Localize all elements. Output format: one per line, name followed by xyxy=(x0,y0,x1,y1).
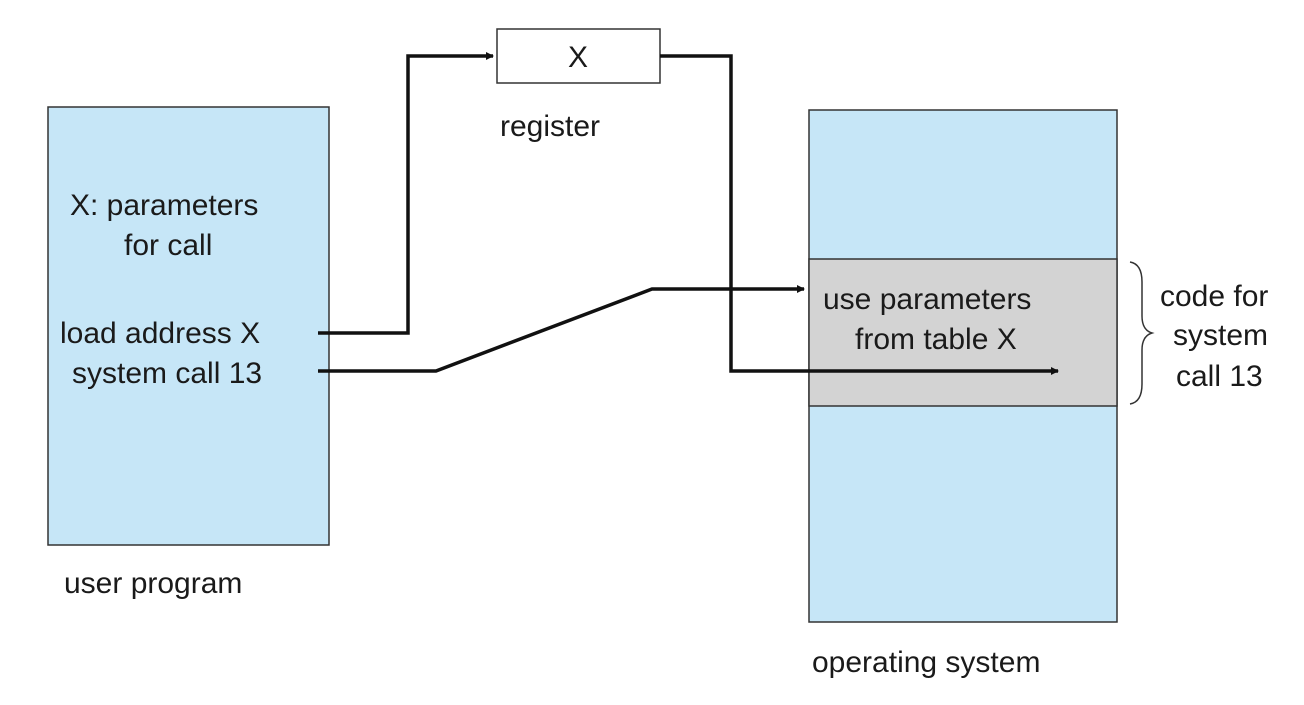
load-address-instruction: load address X xyxy=(60,317,260,350)
register-value: X xyxy=(568,41,588,74)
code-region-brace xyxy=(1129,261,1155,405)
system-call-instruction: system call 13 xyxy=(72,357,262,390)
arrow-load-address-to-register xyxy=(318,52,494,335)
code-text-line2: from table X xyxy=(855,323,1017,356)
param-label-line1: X: parameters xyxy=(70,189,258,222)
register-label: register xyxy=(500,110,600,143)
param-label-line2: for call xyxy=(124,229,212,262)
user-program-block xyxy=(47,106,330,546)
brace-label-line2: system xyxy=(1173,319,1268,352)
code-text-line1: use parameters xyxy=(823,283,1031,316)
system-call-code-region xyxy=(808,258,1118,407)
brace-label-line1: code for xyxy=(1160,280,1268,313)
brace-label-line3: call 13 xyxy=(1176,360,1263,393)
register-box xyxy=(496,28,661,84)
arrow-system-call-to-code xyxy=(318,285,805,373)
operating-system-label: operating system xyxy=(812,646,1040,679)
user-program-label: user program xyxy=(64,567,242,600)
arrow-register-to-code xyxy=(660,54,1059,375)
